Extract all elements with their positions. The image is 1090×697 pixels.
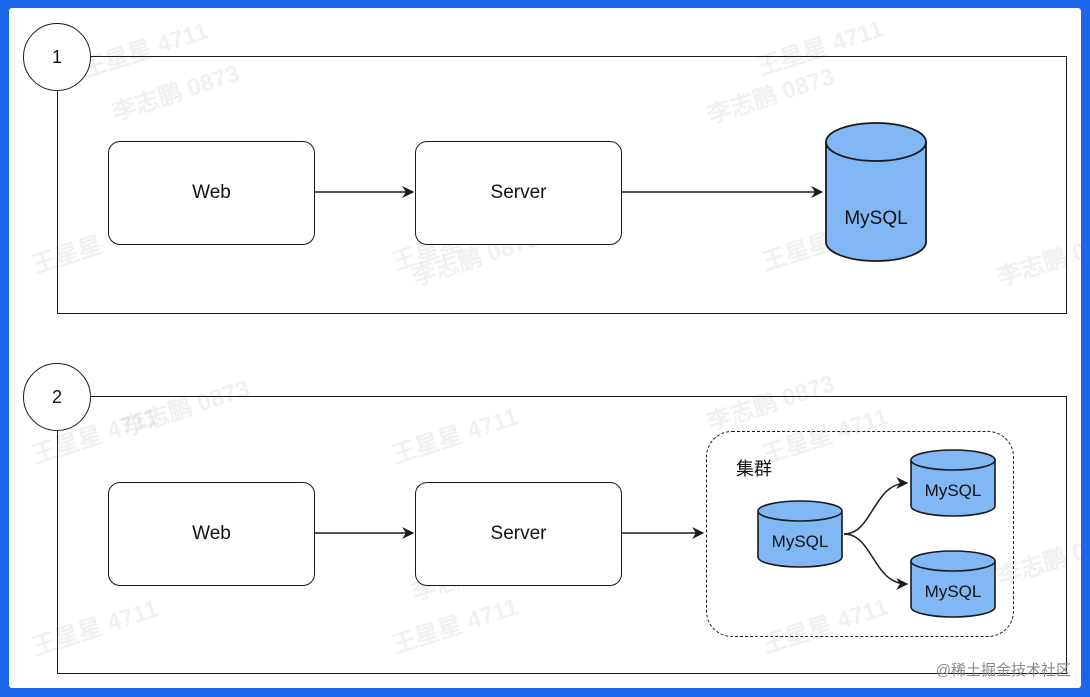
cluster-group	[706, 431, 1014, 637]
connector-layer	[314, 186, 909, 590]
mysql-label: MySQL	[771, 532, 829, 551]
web-node: Web	[108, 482, 315, 586]
mysql-label: MySQL	[924, 481, 982, 500]
footer-watermark: @稀土掘金技术社区	[935, 662, 1071, 679]
web-node: Web	[108, 141, 315, 245]
scenario-2-panel	[57, 396, 1067, 674]
database-cylinder-icon	[757, 500, 843, 568]
mysql-label: MySQL	[924, 582, 982, 601]
cluster-label: 集群	[736, 459, 772, 479]
server-node: Server	[415, 141, 622, 245]
mysql-label: MySQL	[844, 208, 908, 229]
mysql-primary: MySQL	[757, 500, 843, 568]
scenario-1-panel	[57, 56, 1067, 314]
arrow-primary-to-replica-1	[843, 477, 909, 535]
diagram-canvas: 王星星 4711 李志鹏 0873 王星星 4711 李志鹏 0873 王星星 …	[9, 8, 1081, 688]
arrow-primary-to-replica-2	[843, 533, 909, 590]
database-cylinder-icon	[825, 122, 927, 262]
server-node: Server	[415, 482, 622, 586]
scenario-1-badge: 1	[23, 23, 91, 91]
database-cylinder-icon	[910, 449, 996, 517]
mysql-database: MySQL	[825, 122, 927, 262]
mysql-replica-1: MySQL	[910, 449, 996, 517]
scenario-2-badge: 2	[23, 363, 91, 431]
mysql-replica-2: MySQL	[910, 550, 996, 618]
database-cylinder-icon	[910, 550, 996, 618]
